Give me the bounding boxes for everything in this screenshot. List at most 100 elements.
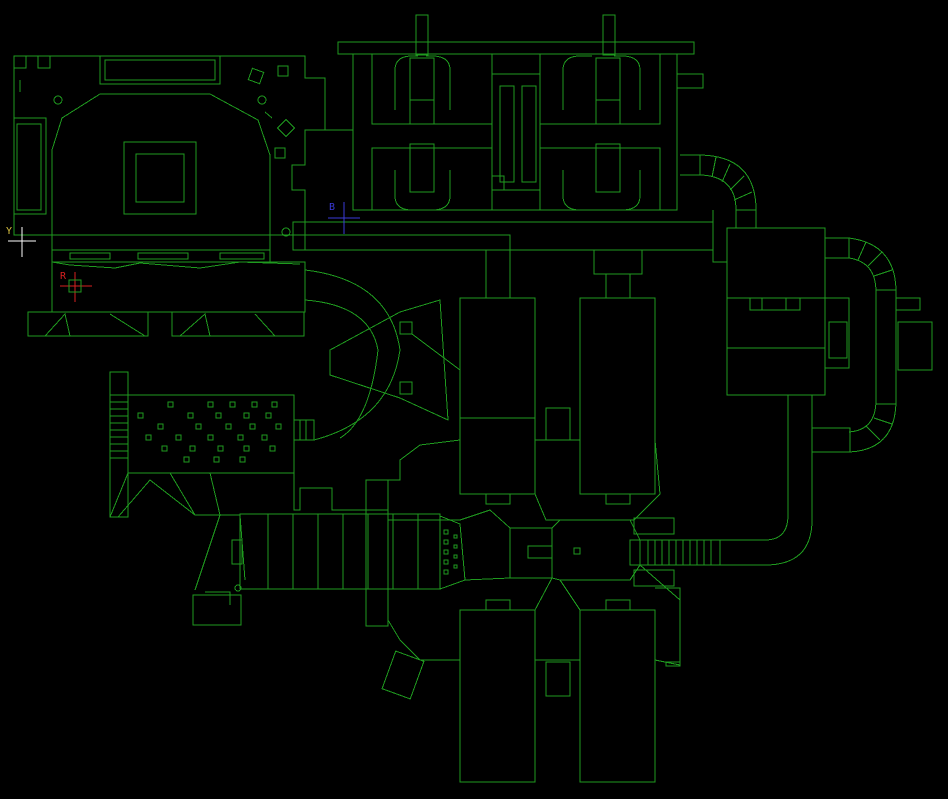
center-step-l xyxy=(485,493,511,505)
decor-crate-2 xyxy=(277,65,289,77)
crate xyxy=(213,456,220,463)
west-hub-link xyxy=(388,509,511,529)
ne-curve-outer xyxy=(680,154,757,228)
ne-curve-inner xyxy=(680,174,737,228)
lower-step-r xyxy=(605,599,631,611)
start-room xyxy=(51,261,306,313)
crate xyxy=(167,401,174,408)
west-hub-link-2 xyxy=(464,577,511,581)
map-walls xyxy=(13,14,933,783)
crate xyxy=(225,423,232,430)
east-curve-rib-6 xyxy=(873,417,893,425)
crate xyxy=(243,412,250,419)
lower-east-tick xyxy=(665,661,681,667)
crate xyxy=(265,412,272,419)
center-step-r xyxy=(605,493,631,505)
top-center-step xyxy=(491,175,505,191)
top-sub-sw-core xyxy=(409,143,435,193)
lower-tilted-box xyxy=(381,650,425,700)
spike-row-right xyxy=(171,311,305,337)
center-connector-right xyxy=(593,249,643,275)
east-curve-inner xyxy=(848,257,877,433)
top-sub-se-curve-b xyxy=(621,170,641,211)
se-curve-inner xyxy=(720,395,789,541)
spike-r2 xyxy=(254,313,276,337)
marker-y-label: Y xyxy=(6,226,12,237)
start-room-zigzag xyxy=(51,261,301,269)
striped-hall-lights xyxy=(443,529,458,575)
fan-hub-box-bottom xyxy=(399,381,413,395)
ne-curve-rib-5 xyxy=(733,191,753,201)
crate xyxy=(215,412,222,419)
decor-crate-4 xyxy=(274,147,286,159)
striped-hall-west-door xyxy=(231,539,243,565)
sw-diag-3 xyxy=(194,472,221,591)
lower-room-left xyxy=(459,609,536,783)
decor-column-2 xyxy=(257,95,267,105)
crate xyxy=(187,412,194,419)
east-nook-top xyxy=(824,237,850,259)
corridor-nw-east xyxy=(304,234,511,251)
corridor-top-long-end xyxy=(712,210,727,263)
east-curve-rib-3 xyxy=(873,269,893,277)
ne-curve-rib-2 xyxy=(711,156,717,178)
player-start-marker-b: B xyxy=(328,202,360,234)
crate xyxy=(261,434,268,441)
sw-diag-1 xyxy=(109,472,196,518)
nw-left-inset xyxy=(13,117,47,215)
corridor-top-long xyxy=(292,221,714,251)
east-room-step xyxy=(749,297,801,311)
crate xyxy=(207,401,214,408)
lower-east-hall xyxy=(654,587,681,666)
crate xyxy=(243,445,250,452)
nw-top-panel-inner xyxy=(104,59,216,81)
crate-room-east-door xyxy=(293,419,315,441)
lower-east-diag xyxy=(639,564,681,630)
lower-west-hall xyxy=(387,600,460,661)
nw-step-light-3 xyxy=(219,252,265,260)
hub-inner-left xyxy=(527,545,553,559)
spike-row-left xyxy=(27,311,149,337)
top-complex-stub xyxy=(676,73,704,89)
east-stub xyxy=(895,297,921,311)
center-hall-bottom-link xyxy=(534,439,661,521)
ne-curve-rib-3 xyxy=(721,163,731,183)
crate xyxy=(237,434,244,441)
crate xyxy=(217,445,224,452)
lower-gap-box xyxy=(545,661,571,697)
crate xyxy=(157,423,164,430)
striped-hall xyxy=(239,513,441,590)
central-hub xyxy=(509,519,641,581)
top-sub-nw-curve-a xyxy=(394,55,418,110)
player-start-marker-y: Y xyxy=(6,226,36,257)
top-sub-se-curve-a xyxy=(562,170,581,211)
decor-column-1 xyxy=(53,95,63,105)
east-curve-rib-2 xyxy=(867,251,883,267)
top-sub-sw-curve-a xyxy=(394,170,413,211)
spike-r1 xyxy=(179,313,211,337)
crate xyxy=(275,423,282,430)
top-sub-ne-step xyxy=(595,99,621,125)
crate xyxy=(175,434,182,441)
spike-l1 xyxy=(44,312,71,337)
se-curve-outer xyxy=(720,395,813,566)
east-curve-rib-1 xyxy=(857,241,867,261)
crate xyxy=(229,401,236,408)
marker-b-label: B xyxy=(329,202,335,213)
top-center-slot-2 xyxy=(521,85,537,183)
nw-pillar-outer xyxy=(123,141,197,215)
center-room-left xyxy=(459,297,536,495)
hub-inner-dot xyxy=(573,547,581,555)
nw-top-panel xyxy=(99,55,221,85)
lower-room-right xyxy=(579,609,656,783)
top-sub-ne-curve-a xyxy=(562,55,592,110)
striped-hall-north-column xyxy=(365,479,389,627)
top-sub-nw-curve-b xyxy=(426,55,451,110)
nw-step-strip xyxy=(51,249,271,263)
east-nook-mid xyxy=(824,297,850,369)
lower-funnel-l xyxy=(534,577,553,611)
top-sub-ne-curve-b xyxy=(614,55,641,110)
top-sub-nw xyxy=(371,53,493,125)
